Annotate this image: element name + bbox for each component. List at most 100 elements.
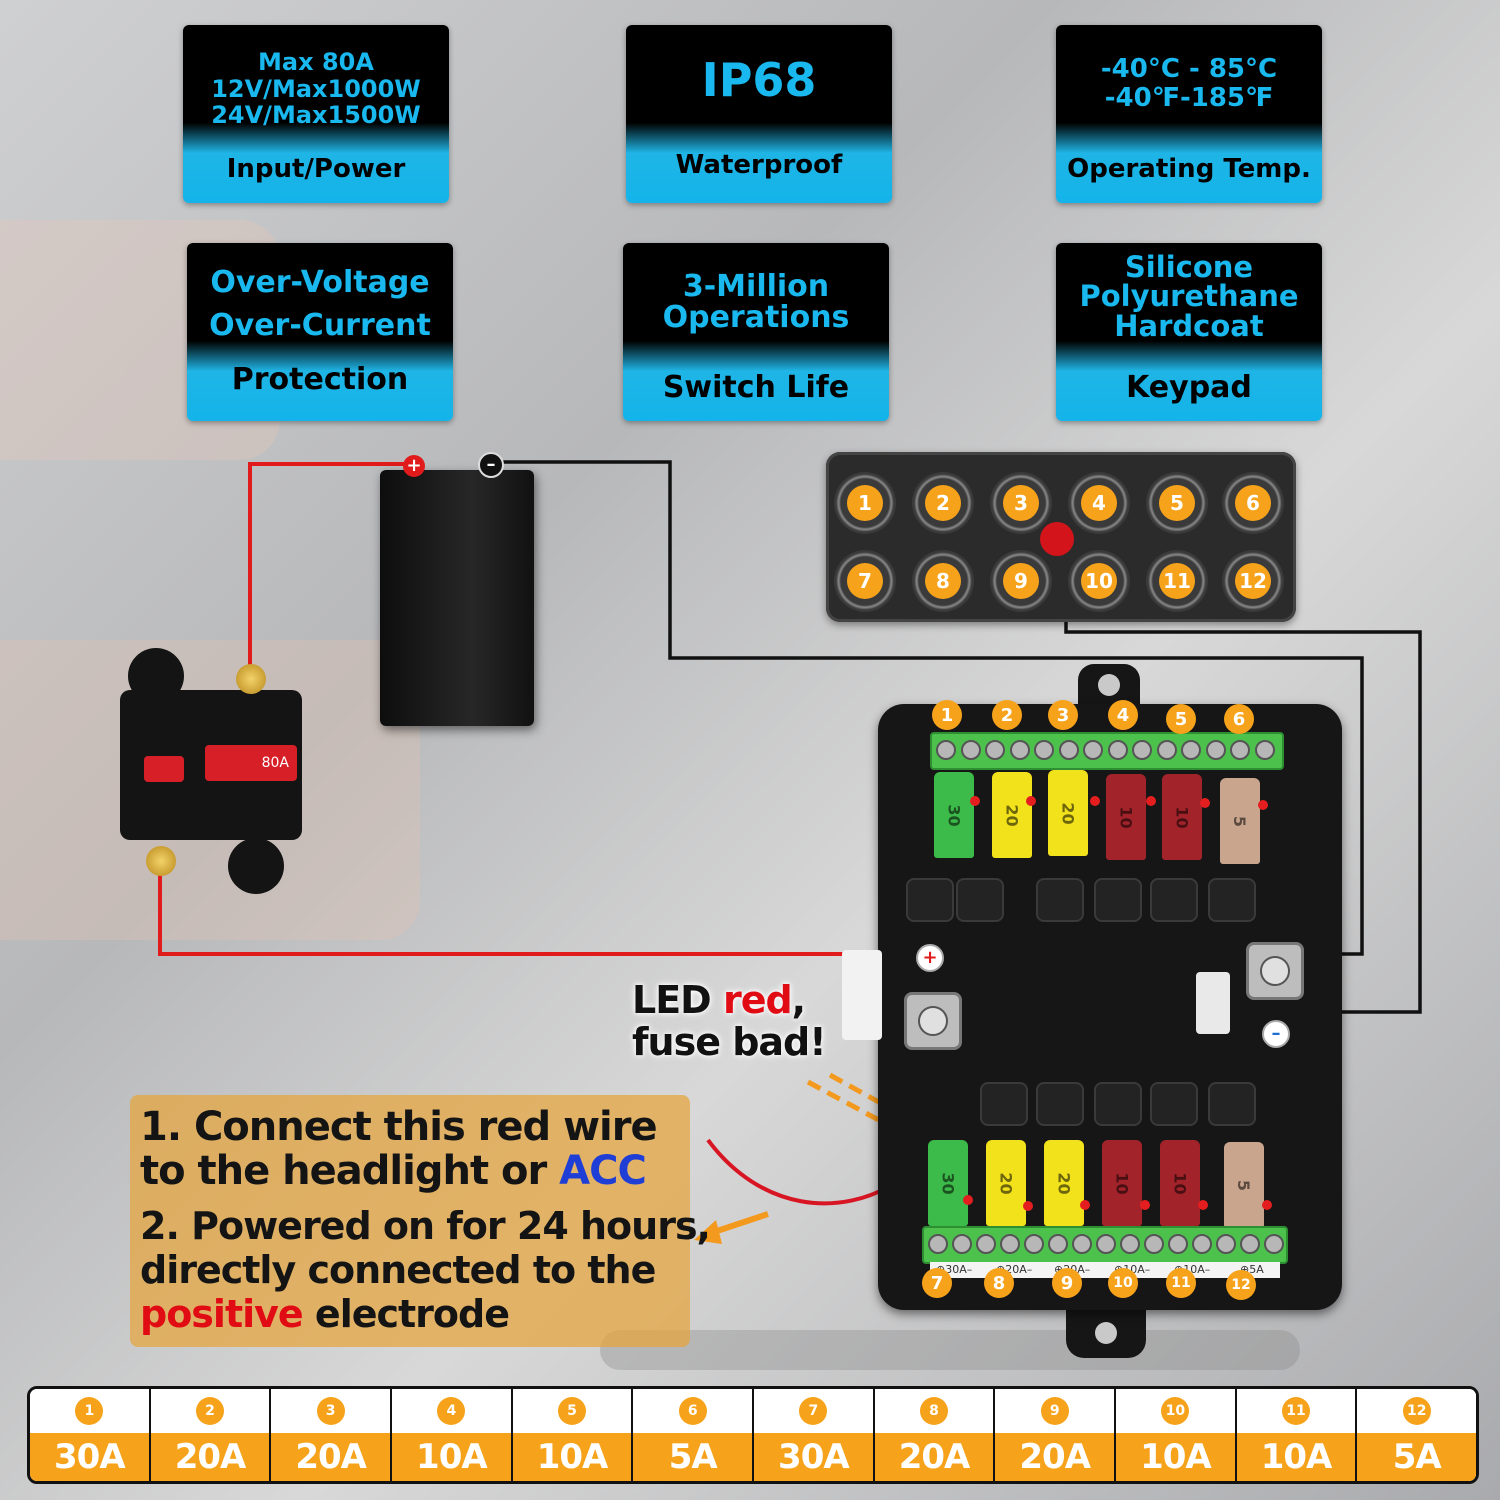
circuit-number-12: 12 bbox=[1226, 1270, 1256, 1300]
circuit-number-5: 5 bbox=[1166, 704, 1196, 734]
breaker-rating: 80A bbox=[261, 755, 289, 771]
keypad-key-2[interactable]: 2 bbox=[912, 472, 974, 534]
keypad-key-7[interactable]: 7 bbox=[834, 550, 896, 612]
fuse-1[interactable]: 30 bbox=[934, 772, 974, 858]
mount-hole bbox=[1098, 674, 1120, 696]
fuse-led bbox=[1026, 796, 1036, 806]
keypad-key-8[interactable]: 8 bbox=[912, 550, 974, 612]
red-wire-breaker-fusebox bbox=[158, 866, 918, 956]
fuse-label: 10 bbox=[1172, 805, 1192, 829]
fuse-label: 5 bbox=[1234, 1179, 1254, 1191]
instruction-line: to the headlight or ACC bbox=[140, 1148, 647, 1194]
fuse-label: 20 bbox=[1002, 803, 1022, 827]
feature-card-switch-life: 3-Million Operations Switch Life bbox=[623, 243, 889, 421]
fuse-6[interactable]: 5 bbox=[1220, 778, 1260, 864]
card-label: Input/Power bbox=[226, 154, 406, 184]
key-number: 10 bbox=[1081, 563, 1117, 599]
keypad-key-4[interactable]: 4 bbox=[1068, 472, 1130, 534]
card-text: -40°C - 85°C bbox=[1100, 53, 1278, 84]
battery bbox=[380, 470, 534, 726]
strip-label-row bbox=[930, 1262, 1280, 1278]
card-text: Operations bbox=[662, 300, 850, 335]
keypad-key-3[interactable]: 3 bbox=[990, 472, 1052, 534]
terminal-screw bbox=[1156, 740, 1177, 760]
fuse-led bbox=[970, 796, 980, 806]
fusebox-negative-mark: – bbox=[1262, 1020, 1290, 1048]
keypad-key-1[interactable]: 1 bbox=[834, 472, 896, 534]
feature-card-input-power: Max 80A 12V/Max1000W 24V/Max1500W Input/… bbox=[183, 25, 449, 203]
spare-fuse-slot bbox=[906, 878, 954, 922]
callout-text: , bbox=[791, 978, 806, 1022]
rating-circuit-number: 2 bbox=[196, 1397, 224, 1425]
key-number: 3 bbox=[1003, 485, 1039, 521]
negative-stud bbox=[1246, 942, 1304, 1000]
circuit-number-8: 8 bbox=[984, 1268, 1014, 1298]
fuse-7[interactable]: 30 bbox=[928, 1140, 968, 1226]
fuse-5[interactable]: 10 bbox=[1162, 774, 1202, 860]
key-number: 8 bbox=[925, 563, 961, 599]
terminal-screw bbox=[928, 1234, 948, 1254]
fuse-led bbox=[1258, 800, 1268, 810]
card-label: Protection bbox=[231, 361, 409, 397]
instruction-line: 2. Powered on for 24 hours, bbox=[140, 1204, 711, 1248]
spare-fuse-slot bbox=[956, 878, 1004, 922]
rating-value: 10A bbox=[1236, 1433, 1356, 1481]
keypad-key-12[interactable]: 12 bbox=[1222, 550, 1284, 612]
rating-value: 5A bbox=[1357, 1433, 1476, 1481]
key-number: 6 bbox=[1235, 485, 1271, 521]
fuse-label: 30 bbox=[944, 803, 964, 827]
instruction-line: directly connected to the bbox=[140, 1248, 656, 1292]
instruction-panel: 1. Connect this red wire to the headligh… bbox=[130, 1095, 711, 1347]
keypad-key-11[interactable]: 11 bbox=[1146, 550, 1208, 612]
terminal-screw bbox=[1254, 740, 1275, 760]
circuit-number-4: 4 bbox=[1108, 700, 1138, 730]
fuse-2[interactable]: 20 bbox=[992, 772, 1032, 858]
fuse-4[interactable]: 10 bbox=[1106, 774, 1146, 860]
instruction-text-positive: positive bbox=[140, 1292, 304, 1336]
circuit-number-11: 11 bbox=[1166, 1268, 1196, 1298]
terminal-screw bbox=[1168, 1234, 1188, 1254]
fuse-label: 20 bbox=[1054, 1171, 1074, 1195]
rating-header: 9 bbox=[995, 1389, 1115, 1433]
fuse-9[interactable]: 20 bbox=[1044, 1140, 1084, 1226]
key-number: 7 bbox=[847, 563, 883, 599]
rating-circuit-number: 8 bbox=[920, 1397, 949, 1425]
breaker-reset-button[interactable] bbox=[144, 756, 184, 782]
instruction-text: electrode bbox=[302, 1292, 510, 1336]
rating-header: 2 bbox=[150, 1389, 270, 1433]
key-number: 12 bbox=[1235, 563, 1271, 599]
instruction-text: to the headlight or bbox=[140, 1148, 560, 1194]
spare-fuse-slot bbox=[1208, 1082, 1256, 1126]
fuse-8[interactable]: 20 bbox=[986, 1140, 1026, 1226]
keypad-key-6[interactable]: 6 bbox=[1222, 472, 1284, 534]
fuse-3[interactable]: 20 bbox=[1048, 770, 1088, 856]
keypad-key-10[interactable]: 10 bbox=[1068, 550, 1130, 612]
terminal-screw bbox=[952, 1234, 972, 1254]
card-text: Over-Voltage bbox=[210, 264, 430, 300]
fuse-11[interactable]: 10 bbox=[1160, 1140, 1200, 1226]
keypad-key-5[interactable]: 5 bbox=[1146, 472, 1208, 534]
terminal-screw bbox=[936, 740, 956, 760]
fuse-10[interactable]: 10 bbox=[1102, 1140, 1142, 1226]
key-number: 1 bbox=[847, 485, 883, 521]
keypad-key-9[interactable]: 9 bbox=[990, 550, 1052, 612]
rating-header: 6 bbox=[633, 1389, 753, 1433]
terminal-screw bbox=[985, 740, 1005, 760]
circuit-number-2: 2 bbox=[992, 700, 1022, 730]
rating-circuit-number: 5 bbox=[558, 1397, 587, 1425]
card-text: Silicone bbox=[1124, 249, 1254, 284]
instruction-line: positive electrode bbox=[140, 1292, 510, 1336]
fuse-12[interactable]: 5 bbox=[1224, 1142, 1264, 1228]
terminal-screw bbox=[1240, 1234, 1260, 1254]
key-number: 2 bbox=[925, 485, 961, 521]
card-label: Keypad bbox=[1126, 369, 1252, 405]
rating-value: 5A bbox=[633, 1433, 753, 1481]
breaker-lever[interactable]: 80A bbox=[205, 745, 297, 781]
battery-positive-terminal: + bbox=[403, 455, 425, 477]
rating-value: 30A bbox=[754, 1433, 873, 1481]
